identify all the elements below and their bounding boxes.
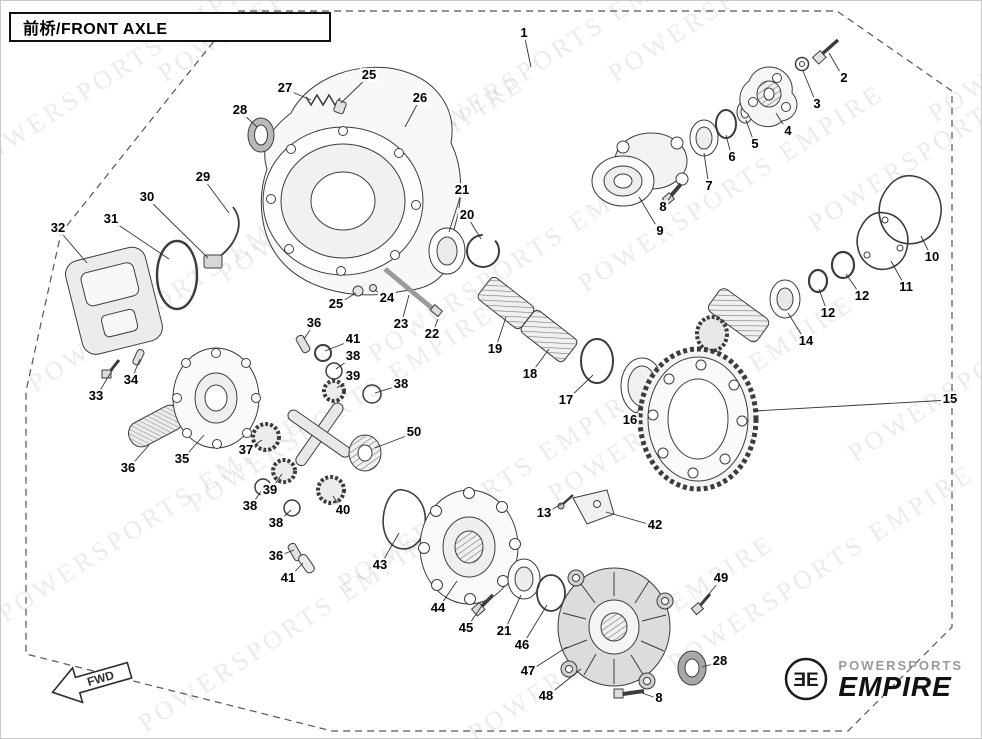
oring-31: [155, 239, 199, 311]
oring-12b: [807, 268, 829, 294]
shaft-23: [383, 267, 444, 318]
bolt-22: [429, 304, 444, 318]
washer-3: [794, 56, 810, 72]
washer-38a: [325, 362, 343, 380]
diagram-title-box: 前桥/FRONT AXLE: [9, 12, 331, 42]
brand-name-bottom: EMPIRE: [838, 670, 952, 702]
diagram-boundary: [25, 10, 953, 732]
bolt-8b: [622, 689, 645, 696]
gasket-stack: [769, 174, 942, 319]
ring-gear-assembly: [637, 288, 770, 492]
actuator-32: [65, 246, 163, 379]
pinion-gear: [695, 315, 729, 353]
pin-36b: [295, 334, 311, 354]
washer-38c: [254, 478, 272, 496]
screw-13: [562, 494, 574, 505]
bolt-2: [819, 38, 840, 57]
spider-gear-39: [322, 379, 346, 403]
fwd-arrow: FWD: [51, 661, 133, 704]
washer-41: [314, 344, 332, 362]
gasket-43: [382, 488, 427, 550]
pinion-shaft: [707, 288, 770, 343]
flange-assembly: [591, 38, 840, 207]
spider-gear-37: [251, 422, 281, 452]
spline-shaft-19: [477, 276, 535, 330]
brand-name-top: POWERSPORTS: [838, 657, 963, 673]
gasket-10: [878, 174, 942, 245]
spider-gear-39b: [271, 458, 297, 484]
differential-case: [128, 334, 382, 574]
pin-41b: [298, 554, 315, 574]
ring-6: [715, 109, 737, 139]
pe-monogram-icon: ƎE: [785, 657, 828, 701]
diagram-title: 前桥/FRONT AXLE: [23, 21, 168, 38]
washer-38b: [362, 384, 382, 404]
cover-assembly: [382, 487, 712, 699]
svg-text:ƎE: ƎE: [794, 670, 819, 691]
bracket-42: [572, 489, 615, 525]
snap-ring-20: [466, 234, 500, 268]
input-shaft-stack: [428, 227, 664, 415]
brand-logo: ƎE POWERSPORTS EMPIRE: [783, 656, 963, 702]
connector-30: [203, 254, 223, 269]
ring-46: [536, 574, 566, 612]
gasket-11: [856, 211, 909, 271]
oring-12a: [830, 250, 856, 280]
washer-38d: [283, 499, 301, 517]
ring-17: [580, 338, 614, 384]
side-gear-40: [316, 475, 346, 505]
wire-29: [218, 206, 240, 258]
pin-34: [132, 348, 145, 366]
